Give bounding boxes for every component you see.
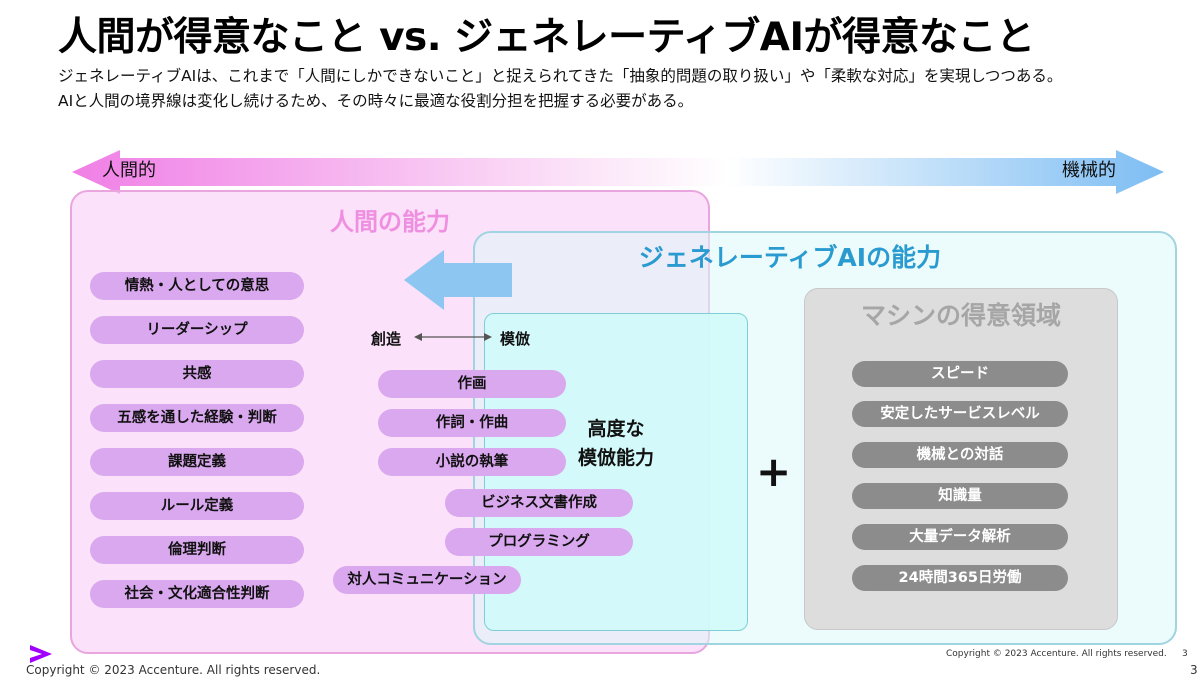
spectrum-right-label: 機械的 bbox=[1062, 160, 1116, 181]
spectrum-arrow bbox=[72, 150, 1164, 194]
accenture-logo-icon bbox=[30, 645, 52, 663]
overlap-item: 小説の執筆 bbox=[378, 448, 566, 476]
double-arrow-icon bbox=[414, 333, 492, 341]
human-item: リーダーシップ bbox=[90, 316, 304, 344]
ai-capability-title: ジェネレーティブAIの能力 bbox=[638, 243, 942, 272]
mimic-label: 模倣 bbox=[500, 330, 531, 348]
advanced-mimicry-text: 高度な 模倣能力 bbox=[577, 418, 654, 469]
overlap-item: ビジネス文書作成 bbox=[445, 489, 633, 517]
plus-sign: + bbox=[756, 447, 792, 496]
human-item: 五感を通した経験・判断 bbox=[90, 404, 304, 432]
human-capability-title: 人間の能力 bbox=[330, 208, 450, 236]
machine-item: 知識量 bbox=[852, 483, 1068, 509]
human-item: 社会・文化適合性判断 bbox=[90, 580, 304, 608]
machine-item: 24時間365日労働 bbox=[852, 565, 1068, 591]
machine-item: 大量データ解析 bbox=[852, 524, 1068, 550]
machine-item: スピード bbox=[852, 361, 1068, 387]
overlap-item: 作詞・作曲 bbox=[378, 409, 566, 437]
page-number: 3 bbox=[1190, 663, 1198, 677]
shift-left-arrow bbox=[404, 250, 512, 310]
overlap-item: 作画 bbox=[378, 370, 566, 398]
human-item: ルール定義 bbox=[90, 492, 304, 520]
advanced-mimicry-label: 高度な 模倣能力 bbox=[566, 415, 666, 473]
human-item: 倫理判断 bbox=[90, 536, 304, 564]
overlap-item: 対人コミュニケーション bbox=[333, 566, 521, 594]
machine-item: 安定したサービスレベル bbox=[852, 401, 1068, 427]
page-number-small: 3 bbox=[1182, 649, 1188, 659]
overlap-item: プログラミング bbox=[445, 528, 633, 556]
subtitle-line-2: AIと人間の境界線は変化し続けるため、その時々に最適な役割分担を把握する必要があ… bbox=[58, 92, 694, 110]
human-item: 共感 bbox=[90, 360, 304, 388]
machine-item: 機械との対話 bbox=[852, 442, 1068, 468]
page-title: 人間が得意なこと vs. ジェネレーティブAIが得意なこと bbox=[58, 15, 1035, 60]
spectrum-left-label: 人間的 bbox=[102, 160, 156, 181]
copyright-right: Copyright © 2023 Accenture. All rights r… bbox=[946, 649, 1167, 659]
human-item: 情熱・人としての意思 bbox=[90, 272, 304, 300]
machine-strength-title: マシンの得意領域 bbox=[860, 301, 1061, 330]
creation-label: 創造 bbox=[371, 330, 402, 348]
human-item: 課題定義 bbox=[90, 448, 304, 476]
copyright-left: Copyright © 2023 Accenture. All rights r… bbox=[26, 663, 321, 677]
subtitle-line-1: ジェネレーティブAIは、これまで「人間にしかできないこと」と捉えられてきた「抽象… bbox=[58, 67, 1063, 85]
